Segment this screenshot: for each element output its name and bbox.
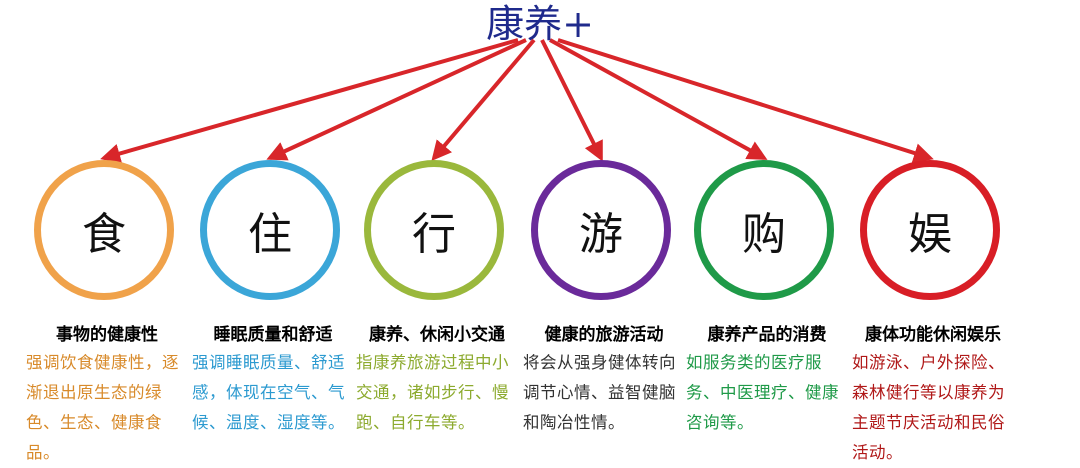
node-5: 购康养产品的消费如服务类的医疗服务、中医理疗、健康咨询等。 <box>682 160 852 457</box>
diagram: 康养+ 食事物的健康性强调饮食健康性，逐渐退出原生态的绿色、生态、健康食品。住睡… <box>22 2 1018 462</box>
node-char: 食 <box>82 209 126 260</box>
node-char: 游 <box>579 209 623 260</box>
node-description: 将会从强身健体转向调节心情、益智健脑和陶冶性情。 <box>523 353 676 432</box>
arrow-6 <box>557 38 934 163</box>
node-circle: 行 <box>364 160 504 300</box>
node-2: 住睡眠质量和舒适强调睡眠质量、舒适感，体现在空气、气候、温度、湿度等。 <box>188 160 358 457</box>
arrow-1 <box>100 38 519 164</box>
node-char: 住 <box>248 209 292 260</box>
node-description: 指康养旅游过程中小交通，诸如步行、慢跑、自行车等。 <box>356 353 509 432</box>
arrow-4 <box>540 39 603 162</box>
node-3: 行康养、休闲小交通指康养旅游过程中小交通，诸如步行、慢跑、自行车等。 <box>352 160 522 457</box>
node-description: 强调睡眠质量、舒适感，体现在空气、气候、温度、湿度等。 <box>192 353 345 432</box>
node-heading: 康体功能休闲娱乐 <box>865 325 1001 345</box>
node-char: 娱 <box>908 209 952 260</box>
node-circle: 娱 <box>860 160 1000 300</box>
node-circle: 住 <box>200 160 340 300</box>
arrow-3 <box>431 38 536 162</box>
node-description: 如游泳、户外探险、森林健行等以康养为主题节庆活动和民俗活动。 <box>852 353 1005 462</box>
node-heading: 健康的旅游活动 <box>544 325 664 345</box>
arrows-layer <box>100 38 934 164</box>
node-char: 购 <box>742 209 786 260</box>
node-description: 如服务类的医疗服务、中医理疗、健康咨询等。 <box>686 353 839 432</box>
arrow-2 <box>266 38 527 161</box>
node-6: 娱康体功能休闲娱乐如游泳、户外探险、森林健行等以康养为主题节庆活动和民俗活动。 <box>848 160 1018 462</box>
node-heading: 康养、休闲小交通 <box>369 325 505 345</box>
node-1: 食事物的健康性强调饮食健康性，逐渐退出原生态的绿色、生态、健康食品。 <box>22 160 192 462</box>
diagram-title: 康养+ <box>486 2 594 46</box>
node-4: 游健康的旅游活动将会从强身健体转向调节心情、益智健脑和陶冶性情。 <box>519 160 689 457</box>
node-circle: 购 <box>694 160 834 300</box>
node-circle: 食 <box>34 160 174 300</box>
node-circle: 游 <box>531 160 671 300</box>
node-heading: 事物的健康性 <box>56 325 158 345</box>
node-description: 强调饮食健康性，逐渐退出原生态的绿色、生态、健康食品。 <box>26 353 179 462</box>
arrow-5 <box>549 38 768 160</box>
node-char: 行 <box>412 209 456 260</box>
node-heading: 睡眠质量和舒适 <box>213 325 333 345</box>
node-heading: 康养产品的消费 <box>707 325 827 345</box>
